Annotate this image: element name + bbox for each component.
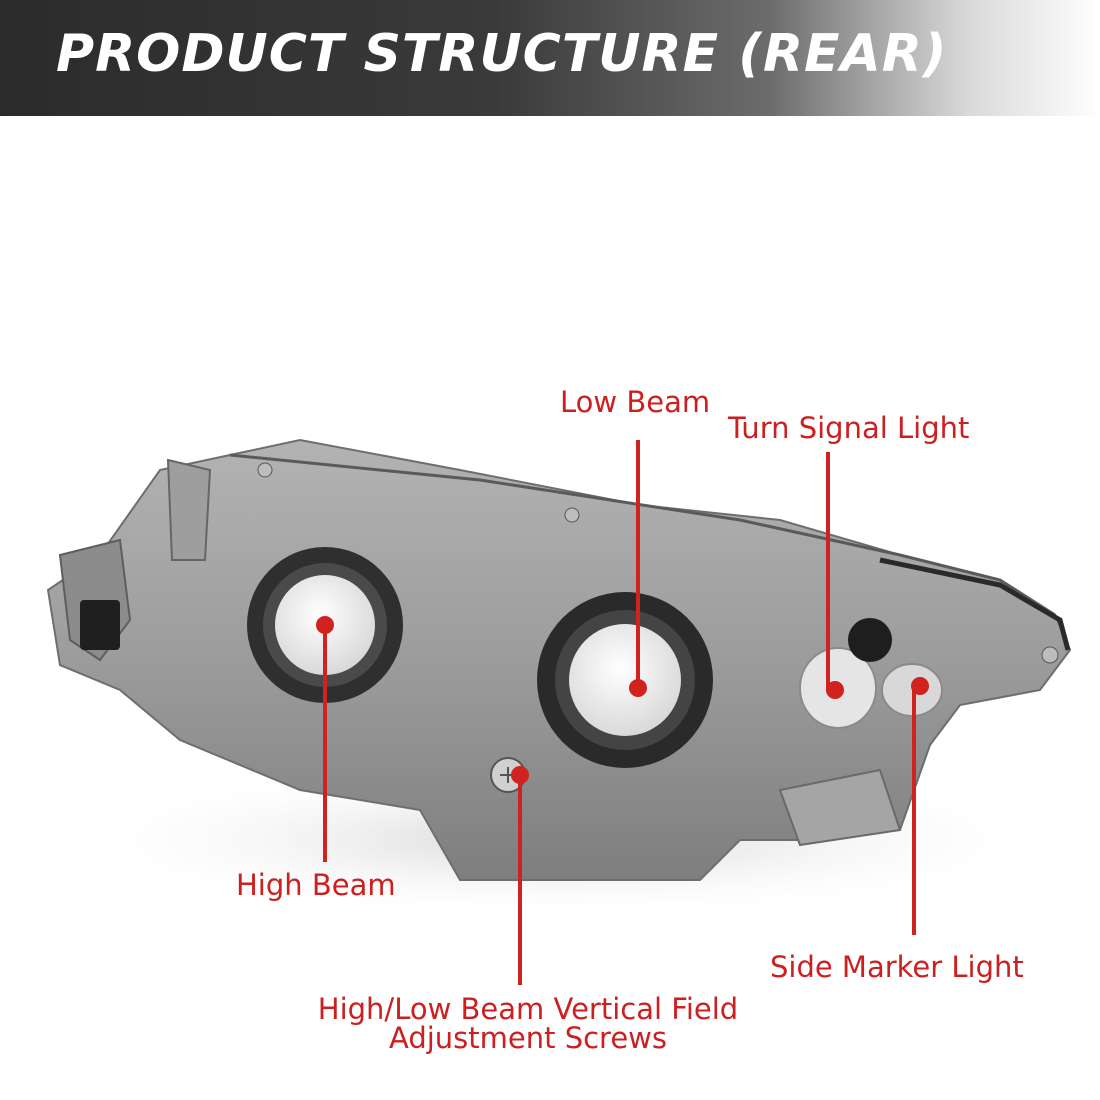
page-title: PRODUCT STRUCTURE (REAR) bbox=[56, 24, 948, 84]
label-turn-signal: Turn Signal Light bbox=[728, 411, 970, 445]
label-adjustment-line1: High/Low Beam Vertical Field bbox=[317, 992, 739, 1026]
leader-lines bbox=[316, 440, 929, 985]
headlight-illustration bbox=[40, 438, 1080, 985]
product-diagram: Low Beam Turn Signal Light High Beam Sid… bbox=[0, 116, 1100, 1100]
housing-top-ridge bbox=[229, 453, 1056, 617]
label-low-beam: Low Beam bbox=[560, 385, 711, 419]
label-adjustment-line2: Adjustment Screws bbox=[388, 1021, 668, 1055]
label-high-beam: High Beam bbox=[236, 868, 396, 902]
label-side-marker: Side Marker Light bbox=[770, 950, 1024, 984]
lower-bracket bbox=[778, 768, 902, 847]
title-banner: PRODUCT STRUCTURE (REAR) bbox=[0, 0, 1100, 116]
